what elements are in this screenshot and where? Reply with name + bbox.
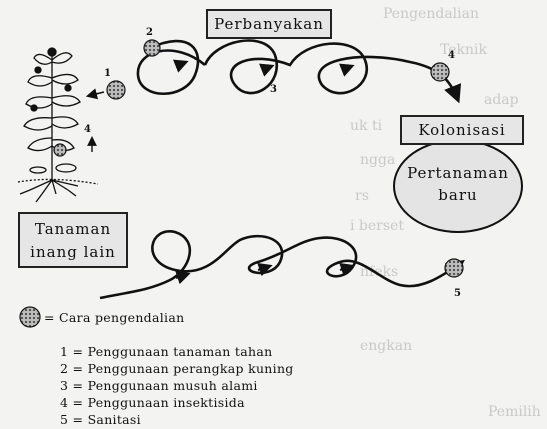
control-symbol [54,144,66,156]
stage-marker: 2 [146,27,153,38]
colonization-box: Kolonisasi [400,115,524,145]
stage-marker: 1 [104,68,111,79]
new-crop-text: Pertanaman baru [398,162,518,206]
propagation-box: Perbanyakan [206,9,332,39]
control-symbol [445,259,463,277]
legend-symbol-label: = Cara pengendalian [44,310,184,325]
arrow-to-plant [88,92,104,96]
legend-item: 1 = Penggunaan tanaman tahan [60,344,272,359]
stage-marker: 4 [84,124,91,135]
legend-control-symbol [20,307,40,327]
colonization-label: Kolonisasi [418,121,505,139]
loop-arrowhead [342,66,352,70]
legend-item: 2 = Penggunaan perangkap kuning [60,361,294,376]
other-host-box: Tanaman inang lain [18,212,128,268]
legend-item: 4 = Penggunaan insektisida [60,395,245,410]
legend-item: 3 = Penggunaan musuh alami [60,378,258,393]
new-crop-label: Pertanaman baru [407,164,509,204]
control-symbol [107,81,125,99]
stage-marker: 5 [454,288,461,299]
legend-item: 5 = Sanitasi [60,412,141,427]
control-symbol [144,40,160,56]
loop-arrowhead [176,62,186,66]
other-host-loop-path [100,231,462,298]
loop-arrowhead [262,66,272,70]
stage-marker: 3 [270,84,277,95]
control-symbol [431,63,449,81]
propagation-label: Perbanyakan [214,15,324,33]
other-host-label: Tanaman inang lain [30,220,116,261]
stage-marker: 4 [448,50,455,61]
loop-arrowhead [258,266,270,270]
propagation-loop-path [138,41,458,100]
